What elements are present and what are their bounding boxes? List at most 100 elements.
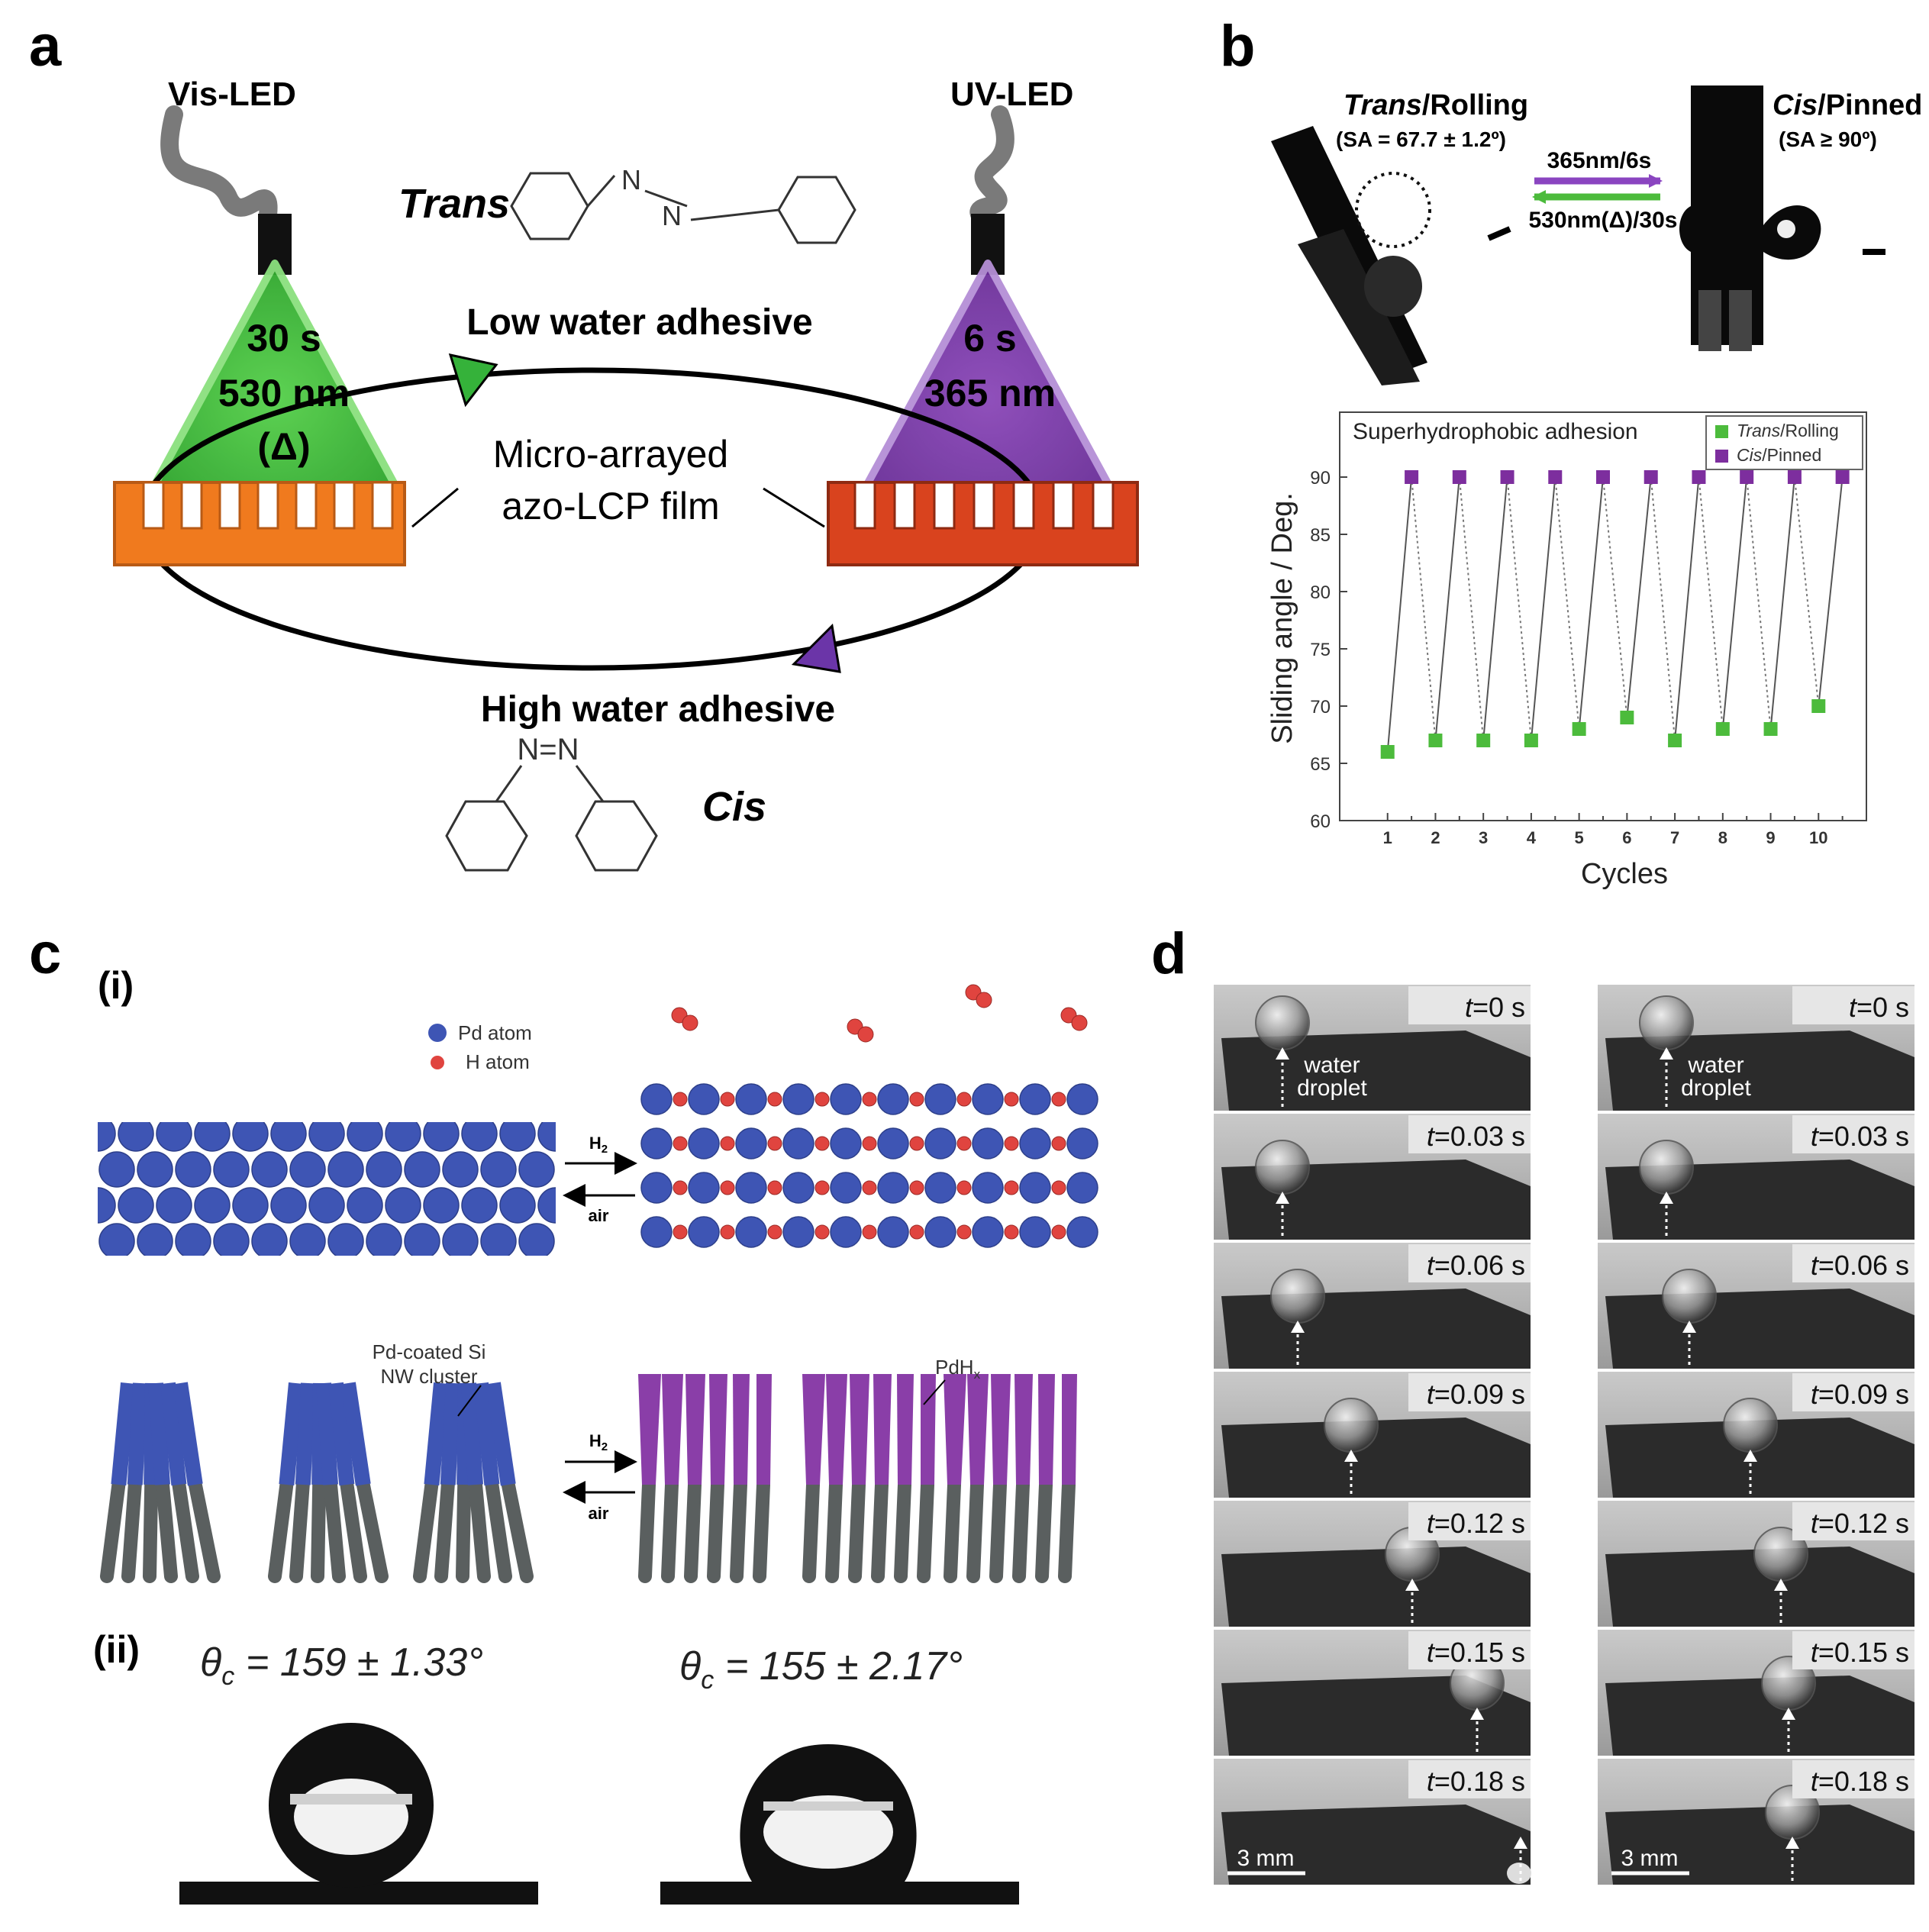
vis-delta: (Δ) [257, 425, 310, 468]
pd-atom [877, 1127, 909, 1160]
pd-atom [213, 1223, 250, 1256]
film-label-line2: azo-LCP film [502, 485, 719, 527]
substrate [1605, 1418, 1914, 1498]
trans-n2: N [662, 200, 682, 231]
contact-angle-right: θc [679, 1644, 714, 1695]
pdhx-coating [850, 1374, 869, 1485]
film-label-line1: Micro-arrayed [493, 433, 728, 476]
time-label: t=0.18 s [1427, 1766, 1525, 1797]
pd-atom [924, 1216, 956, 1248]
si-nanowire [730, 1478, 747, 1583]
h-atom [1071, 1014, 1088, 1031]
arrowhead [1291, 1321, 1305, 1333]
sub-label-ii: (ii) [93, 1628, 140, 1671]
pd-atom [404, 1223, 440, 1256]
pd-atom [1019, 1172, 1051, 1204]
droplet-label-droplet: droplet [1297, 1076, 1367, 1101]
pd-atom [782, 1083, 815, 1115]
h-atom [1004, 1092, 1019, 1107]
time-label-box [1792, 1631, 1914, 1669]
si-nanowire [871, 1478, 889, 1583]
pd-atom [423, 1187, 460, 1224]
cis-azobenzene-structure [445, 765, 658, 872]
pd-atom [688, 1172, 720, 1204]
pd-coating [295, 1382, 316, 1485]
trans-scale-bar [1487, 226, 1511, 241]
pd-atom [537, 1122, 556, 1152]
time-label: t=0.06 s [1427, 1250, 1525, 1281]
arrowhead [1774, 1579, 1788, 1591]
uv-led-cable [969, 105, 1014, 231]
y-tick-label: 60 [1310, 811, 1331, 832]
panel-a: a Vis-LED UV-LED 30 s 530 nm (Δ) 6 s 365… [29, 14, 1139, 872]
y-tick-label: 75 [1310, 640, 1331, 660]
time-label: t=0.12 s [1811, 1508, 1909, 1539]
si-nanowire [917, 1478, 934, 1583]
time-label: t=0 s [1465, 992, 1525, 1023]
cis-point [1596, 470, 1610, 484]
h-atom [956, 1092, 972, 1107]
water-droplet [1255, 1140, 1310, 1195]
pd-atom [194, 1122, 231, 1152]
si-nanowire [100, 1478, 126, 1583]
trans-to-cis-line [1721, 476, 1748, 730]
trans-label: Trans [398, 181, 510, 227]
pdhx-coating [873, 1374, 892, 1485]
h-atom [862, 1092, 877, 1107]
pd-atom [782, 1172, 815, 1204]
nanowire-clusters [100, 1374, 1077, 1583]
pd-atom [98, 1187, 116, 1224]
pd-atom [156, 1122, 192, 1152]
x-tick-label: 2 [1431, 828, 1440, 847]
y-tick-label: 70 [1310, 697, 1331, 718]
pd-atom [924, 1083, 956, 1115]
si-nanowire [966, 1478, 984, 1583]
time-label-box [1792, 986, 1914, 1024]
h-atom [857, 1026, 874, 1043]
si-nanowire [156, 1478, 178, 1583]
panel-label-c: c [29, 921, 61, 986]
forward-arrowhead [1649, 174, 1663, 188]
pd-atom [972, 1083, 1004, 1115]
cis-point [1405, 470, 1419, 484]
high-adhesive-label: High water adhesive [481, 689, 835, 730]
h-atom-legend-dot [431, 1056, 444, 1069]
pd-atom [1066, 1127, 1098, 1160]
trans-to-cis-line [1386, 476, 1413, 753]
si-nanowire [268, 1478, 294, 1583]
time-label-box [1792, 1373, 1914, 1411]
vis-led-cable [160, 105, 278, 238]
cis-to-trans-line [1458, 476, 1485, 741]
pdhx-label: PdHx [935, 1356, 981, 1382]
pdhx-coating [1014, 1374, 1033, 1485]
time-label-box [1408, 1115, 1531, 1153]
frame: t=0.09 s [1214, 1372, 1531, 1498]
pd-atom [461, 1187, 498, 1224]
si-nanowire [485, 1478, 512, 1583]
low-adhesive-label: Low water adhesive [466, 302, 813, 343]
frame: t=0.09 s [1598, 1372, 1914, 1498]
trans-point [1380, 745, 1395, 759]
si-nanowire [684, 1478, 702, 1583]
pd-atom [308, 1122, 345, 1152]
si-nanowire [356, 1478, 389, 1583]
pd-atom [640, 1172, 673, 1204]
pd-atom [232, 1122, 269, 1152]
x-tick-label: 5 [1575, 828, 1584, 847]
x-tick-label: 3 [1479, 828, 1488, 847]
si-nanowire [188, 1478, 221, 1583]
h-atom [720, 1136, 735, 1151]
frame: t=0.12 s [1598, 1501, 1914, 1627]
pd-atom [327, 1151, 364, 1188]
pd-atom [480, 1223, 517, 1256]
trans-point [1620, 711, 1634, 724]
pd-atom [499, 1122, 536, 1152]
y-tick-label: 80 [1310, 582, 1331, 603]
trans-point [1524, 734, 1538, 747]
water-droplet [1255, 995, 1310, 1050]
pd-coating [279, 1382, 304, 1485]
pd-atom [385, 1122, 421, 1152]
h-atom [909, 1092, 924, 1107]
si-nanowire [340, 1478, 367, 1583]
